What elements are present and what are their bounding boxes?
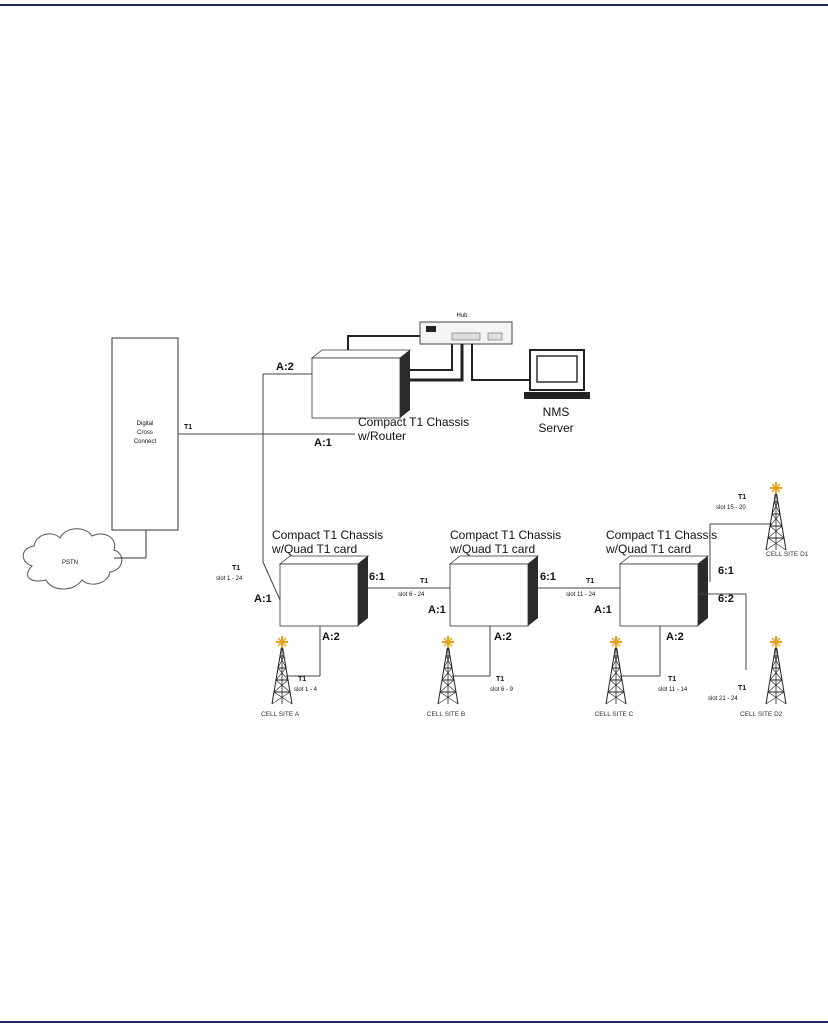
router-port-a1: A:1 <box>314 437 332 449</box>
pstn-cloud <box>22 528 123 590</box>
q3-port-62: 6:2 <box>718 593 734 605</box>
quad-chassis-2-top <box>448 555 540 565</box>
b-slot-label: slot 6 - 9 <box>490 687 514 693</box>
quad-chassis-3-label-1: Compact T1 Chassis <box>606 528 717 542</box>
main-slot-label: slot 1 - 24 <box>216 576 243 582</box>
q1-port-a2: A:2 <box>322 631 340 643</box>
q2-port-a1: A:1 <box>428 604 446 616</box>
link-q1-q2-slot: slot 6 - 24 <box>398 592 425 598</box>
quad-chassis-1-label-1: Compact T1 Chassis <box>272 528 383 542</box>
quad-chassis-1 <box>279 563 359 627</box>
nms-screen <box>536 355 578 383</box>
quad-chassis-2-side <box>528 556 538 626</box>
hub-panel-2 <box>487 332 503 341</box>
link-q2-q3-t1: T1 <box>586 578 594 585</box>
quad-chassis-3-label-2: w/Quad T1 card <box>605 542 691 556</box>
main-t1-label: T1 <box>232 565 240 572</box>
q3-port-61: 6:1 <box>718 565 734 577</box>
c-slot-label: slot 11 - 14 <box>658 687 688 693</box>
tower-c-icon <box>605 635 627 705</box>
quad-chassis-2-label-1: Compact T1 Chassis <box>450 528 561 542</box>
footer-rule <box>0 1021 828 1023</box>
quad-chassis-1-side <box>358 556 368 626</box>
d2-slot-label: slot 21 - 24 <box>708 696 738 702</box>
router-chassis-top <box>310 349 412 359</box>
hub-label: Hub <box>456 313 468 319</box>
nms-label-2: Server <box>538 421 573 435</box>
quad-chassis-1-label-2: w/Quad T1 card <box>271 542 357 556</box>
dcs-label-3: Connect <box>134 439 157 445</box>
quad-chassis-3-side <box>698 556 708 626</box>
q3-port-a1: A:1 <box>594 604 612 616</box>
q3-port-a2: A:2 <box>666 631 684 643</box>
hub-link-2 <box>400 344 453 371</box>
quad-chassis-2-label-2: w/Quad T1 card <box>449 542 535 556</box>
a-slot-label: slot 1 - 4 <box>294 687 318 693</box>
d1-t1-label: T1 <box>738 494 746 501</box>
tower-d2-icon <box>765 635 787 705</box>
quad-chassis-3-top <box>618 555 710 565</box>
tower-d1-icon <box>765 481 787 551</box>
site-d2-label: CELL SITE D2 <box>740 711 783 718</box>
pstn-label: PSTN <box>62 560 78 566</box>
tower-b-icon <box>437 635 459 705</box>
hub-nms-link <box>471 344 530 381</box>
site-d1-label: CELL SITE D1 <box>766 551 809 558</box>
dcs-label-1: Digital <box>137 421 154 427</box>
nms-label-1: NMS <box>543 405 570 419</box>
site-c-label: CELL SITE C <box>595 711 634 718</box>
quad-chassis-3 <box>619 563 699 627</box>
dcs-label-2: Cross <box>137 430 153 436</box>
hub-link-1 <box>400 344 464 382</box>
d1-slot-label: slot 15 - 20 <box>716 505 746 511</box>
dcs-t1-label: T1 <box>184 424 192 431</box>
link-q1-q2-t1: T1 <box>420 578 428 585</box>
network-diagram: Digital Cross Connect PSTN T1 Hub A:2 A:… <box>22 313 809 718</box>
digital-cross-connect <box>111 337 179 531</box>
quad-chassis-1-top <box>278 555 370 565</box>
site-b-label: CELL SITE B <box>427 711 465 718</box>
header-rule <box>0 4 828 6</box>
q1-port-61: 6:1 <box>369 571 385 583</box>
site-a-label: CELL SITE A <box>261 711 300 718</box>
q1-port-a1: A:1 <box>254 593 272 605</box>
main-feed <box>262 561 281 601</box>
b-t1-label: T1 <box>496 676 504 683</box>
router-chassis-side <box>400 350 410 418</box>
d2-t1-label: T1 <box>738 685 746 692</box>
router-chassis-label-1: Compact T1 Chassis <box>358 415 469 429</box>
nms-base <box>524 392 590 399</box>
c-t1-label: T1 <box>668 676 676 683</box>
quad-chassis-2 <box>449 563 529 627</box>
hub-panel <box>451 332 481 341</box>
a-t1-label: T1 <box>298 676 306 683</box>
router-port-a2: A:2 <box>276 361 294 373</box>
link-q2-q3-slot: slot 11 - 24 <box>566 592 596 598</box>
q2-port-a2: A:2 <box>494 631 512 643</box>
q2-port-61: 6:1 <box>540 571 556 583</box>
router-chassis-label-2: w/Router <box>357 429 406 443</box>
hub-link-3 <box>347 335 420 352</box>
hub-port <box>426 326 436 332</box>
tower-a-icon <box>271 635 293 705</box>
router-chassis <box>311 357 401 419</box>
